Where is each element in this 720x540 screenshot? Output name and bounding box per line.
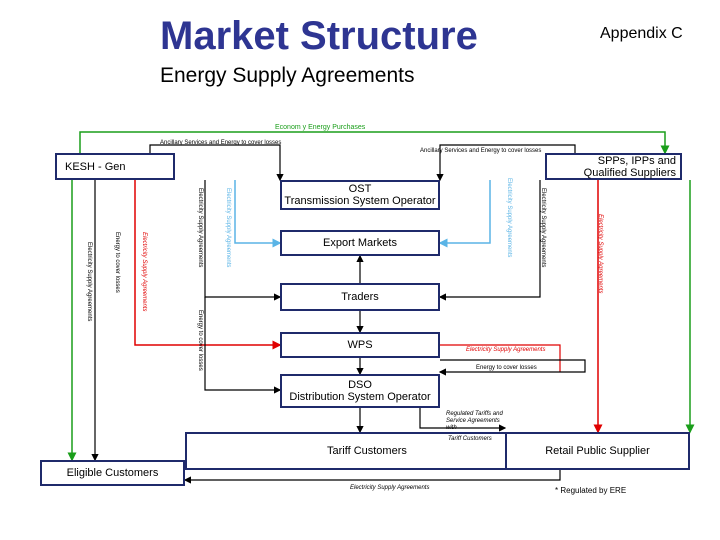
- economy-purchases-label: Econom y Energy Purchases: [275, 124, 366, 131]
- retail-eligible-line: [183, 470, 561, 484]
- node-label: Eligible Customers: [66, 467, 159, 479]
- energy-losses-vert-label-1: Energy to cover losses: [114, 232, 120, 293]
- esa-wps-right-label: Electricity Supply Agreements: [466, 347, 546, 353]
- energy-losses-vert-label-2: Energy to cover losses: [197, 310, 203, 371]
- economy-purchases-line: [75, 131, 670, 161]
- kesh-export-line: [234, 180, 282, 248]
- regulated-tariff-line: [419, 408, 507, 432]
- node-dso[interactable]: DSO Distribution System Operator: [280, 374, 440, 408]
- node-label: Export Markets: [323, 237, 397, 249]
- esa-vert-label-4: Electricity Supply Agreements: [540, 188, 546, 268]
- wps-dso-red-line: [440, 344, 561, 372]
- kesh-dso-losses-line: [204, 297, 282, 394]
- node-label: SPPs, IPPs and Qualified Suppliers: [583, 154, 676, 179]
- kesh-traders-line: [204, 180, 282, 301]
- node-kesh-gen[interactable]: KESH - Gen: [55, 153, 175, 180]
- ancillary-right-label: Ancillary Services and Energy to cover l…: [420, 148, 542, 154]
- node-label: KESH - Gen: [65, 160, 126, 173]
- ancillary-left-label: Ancillary Services and Energy to cover l…: [160, 140, 282, 146]
- spps-traders-line: [438, 180, 541, 301]
- node-traders[interactable]: Traders: [280, 283, 440, 311]
- tariff-customers-small-label: Tariff Customers: [448, 436, 492, 442]
- node-label: Tariff Customers: [327, 445, 407, 457]
- wps-dso-losses-line: [438, 359, 586, 376]
- esa-vert-label-2: Electricity Supply Agreements: [506, 178, 512, 258]
- regulated-tariffs-label: Regulated Tariffs and Service Agreements…: [446, 411, 503, 431]
- node-label: WPS: [347, 339, 373, 351]
- esa-bottom-label: Electricity Supply Agreements: [350, 485, 430, 491]
- footnote-label: * Regulated by ERE: [555, 486, 627, 495]
- esa-vert-label-6: Electricity Supply Agreements: [597, 214, 603, 294]
- esa-vert-label-7: Electricity Supply Agreements: [86, 242, 92, 322]
- page-title: Market Structure: [160, 14, 478, 58]
- appendix-label: Appendix C: [600, 25, 683, 42]
- page-subtitle: Energy Supply Agreements: [160, 64, 415, 87]
- node-spps[interactable]: SPPs, IPPs and Qualified Suppliers: [545, 153, 682, 180]
- node-retail-public-supplier[interactable]: Retail Public Supplier: [505, 432, 690, 470]
- node-ost[interactable]: OST Transmission System Operator: [280, 180, 440, 210]
- ancillary-right-line: [436, 144, 576, 182]
- node-label: DSO Distribution System Operator: [289, 379, 431, 403]
- kesh-wps-line: [134, 180, 282, 350]
- node-export-markets[interactable]: Export Markets: [280, 230, 440, 256]
- energy-cover-losses-right-label: Energy to cover losses: [476, 365, 537, 371]
- esa-vert-label-3: Electricity Supply Agreements: [197, 188, 203, 268]
- node-label: Traders: [341, 291, 379, 303]
- node-label: OST Transmission System Operator: [284, 183, 436, 207]
- spps-export-line: [438, 180, 491, 248]
- node-eligible-customers[interactable]: Eligible Customers: [40, 460, 185, 486]
- esa-vert-label-1: Electricity Supply Agreements: [225, 188, 231, 268]
- node-wps[interactable]: WPS: [280, 332, 440, 358]
- ancillary-left-line: [149, 144, 284, 182]
- esa-vert-label-5: Electricity Supply Agreements: [141, 232, 147, 312]
- node-label: Retail Public Supplier: [545, 445, 650, 457]
